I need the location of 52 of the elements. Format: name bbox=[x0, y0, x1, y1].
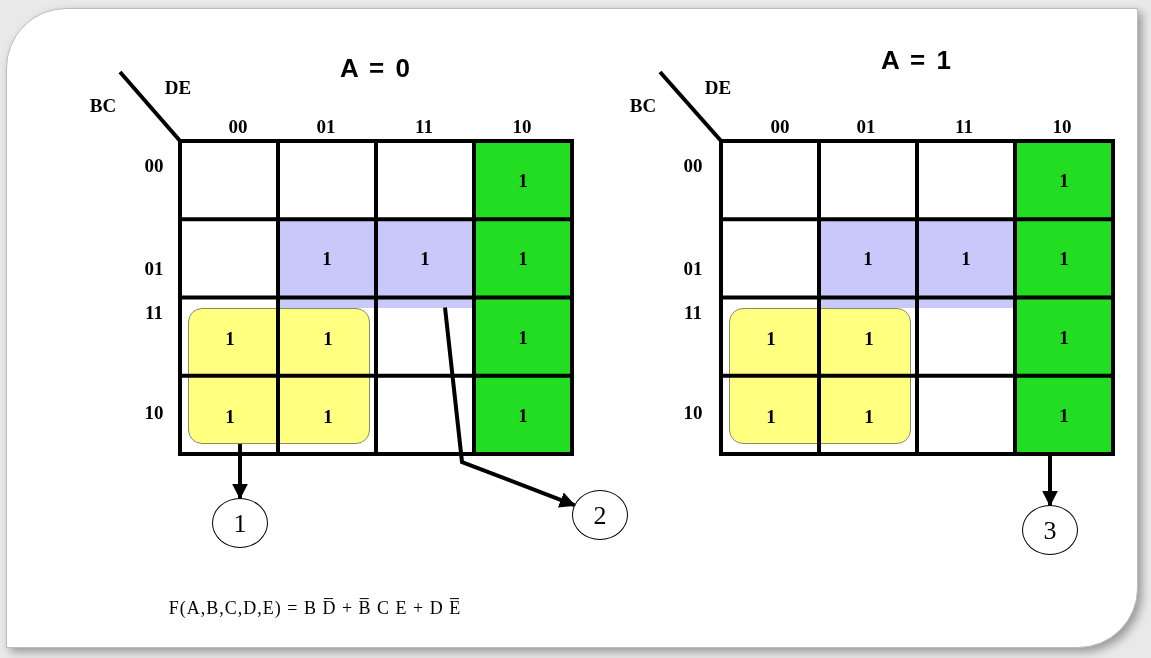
cell-value: 1 bbox=[518, 327, 528, 347]
map-title: A = 1 bbox=[881, 47, 953, 73]
arrow bbox=[443, 307, 576, 508]
axis-label: BC bbox=[89, 95, 117, 115]
cell-value: 1 bbox=[1059, 405, 1069, 425]
group-highlight bbox=[474, 141, 572, 454]
group-highlight bbox=[1015, 141, 1113, 454]
column-header: 01 bbox=[316, 116, 336, 136]
cell-value: 1 bbox=[323, 328, 333, 348]
column-header: 01 bbox=[856, 116, 876, 136]
column-header: 10 bbox=[1052, 116, 1072, 136]
cell-value: 1 bbox=[864, 328, 874, 348]
cell-value: 1 bbox=[518, 405, 528, 425]
arrow bbox=[232, 444, 248, 500]
group-highlight bbox=[280, 221, 474, 308]
cell-value: 1 bbox=[766, 406, 776, 426]
map-title: A = 0 bbox=[340, 55, 412, 81]
column-header: 11 bbox=[955, 116, 973, 136]
row-header: 00 bbox=[144, 155, 164, 175]
cell-value: 1 bbox=[225, 406, 235, 426]
cell-value: 1 bbox=[863, 248, 873, 268]
column-header: 00 bbox=[770, 116, 790, 136]
cell-value: 1 bbox=[1059, 248, 1069, 268]
row-header: 10 bbox=[683, 402, 703, 422]
row-header: 11 bbox=[684, 302, 702, 322]
column-header: 11 bbox=[415, 116, 433, 136]
row-header: 11 bbox=[145, 302, 163, 322]
cell-value: 1 bbox=[1059, 170, 1069, 190]
cell-value: 1 bbox=[225, 328, 235, 348]
row-header: 01 bbox=[683, 258, 703, 278]
axis-label: DE bbox=[164, 77, 192, 97]
group-highlight bbox=[729, 307, 911, 444]
cell-value: 1 bbox=[961, 248, 971, 268]
cell-value: 1 bbox=[1059, 327, 1069, 347]
row-header: 10 bbox=[144, 402, 164, 422]
axis-label: DE bbox=[704, 77, 732, 97]
cell-value: 1 bbox=[323, 406, 333, 426]
row-header: 00 bbox=[683, 155, 703, 175]
column-header: 10 bbox=[512, 116, 532, 136]
group-highlight bbox=[188, 307, 370, 444]
group-highlight bbox=[821, 221, 1015, 308]
cell-value: 1 bbox=[766, 328, 776, 348]
row-header: 01 bbox=[144, 258, 164, 278]
arrow bbox=[1042, 454, 1058, 507]
boolean-expression: F(A,B,C,D,E) = B D̅ + B̅ C E + D E̅ bbox=[168, 599, 462, 617]
cell-value: 1 bbox=[864, 406, 874, 426]
column-header: 00 bbox=[228, 116, 248, 136]
cell-value: 1 bbox=[518, 170, 528, 190]
cell-value: 1 bbox=[322, 248, 332, 268]
cell-value: 1 bbox=[518, 248, 528, 268]
cell-value: 1 bbox=[420, 248, 430, 268]
axis-label: BC bbox=[629, 95, 657, 115]
